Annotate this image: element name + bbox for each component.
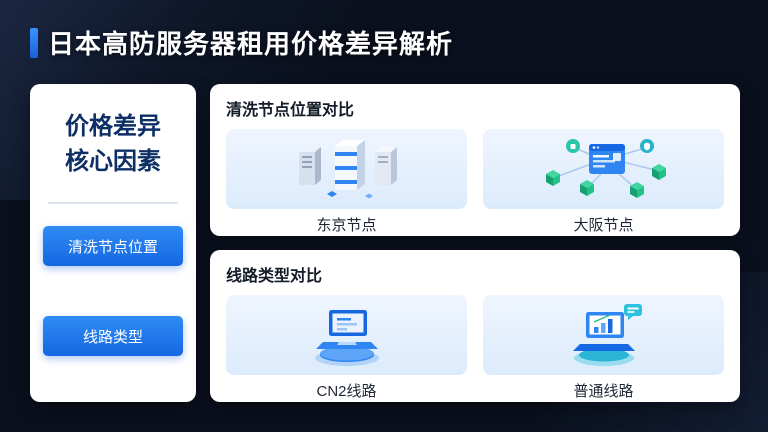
server-rack-icon [298, 140, 397, 199]
panel-cn2-line [226, 295, 467, 375]
card-node-location-comparison: 清洗节点位置对比 [210, 84, 740, 236]
laptop-cn2-icon [314, 310, 379, 366]
page-header: 日本高防服务器租用价格差异解析 [30, 24, 453, 61]
page-title: 日本高防服务器租用价格差异解析 [48, 29, 454, 59]
panel-label-osaka: 大阪节点 [573, 217, 634, 234]
panel-label-tokyo: 东京节点 [316, 217, 377, 234]
sidebar-divider [48, 202, 178, 204]
node-panel-row: 东京节点 [226, 129, 724, 235]
panel-tokyo-node [226, 129, 467, 209]
sidebar-title: 价格差异 核心因素 [30, 110, 196, 180]
panel-group-cn2: CN2线路 [226, 295, 467, 401]
sidebar-button-cleaning-node-location[interactable]: 清洗节点位置 [43, 226, 183, 266]
card-heading-line-type: 线路类型对比 [226, 268, 323, 285]
panel-group-osaka: 大阪节点 [483, 129, 724, 235]
sidebar-title-line2: 核心因素 [65, 147, 161, 175]
panel-label-cn2: CN2线路 [316, 383, 377, 400]
sidebar-card: 价格差异 核心因素 清洗节点位置 线路类型 [30, 84, 196, 402]
sidebar-button-line-type[interactable]: 线路类型 [43, 316, 183, 356]
sidebar-title-line1: 价格差异 [65, 113, 161, 140]
panel-group-tokyo: 东京节点 [226, 129, 467, 235]
panel-group-normal: 普通线路 [483, 295, 724, 401]
laptop-chart-icon [572, 304, 642, 366]
line-panel-row: CN2线路 [226, 295, 724, 401]
panel-normal-line [483, 295, 724, 375]
card-line-type-comparison: 线路类型对比 CN2线路 [210, 250, 740, 402]
panel-osaka-node [483, 129, 724, 209]
network-node-icon [545, 139, 666, 198]
panel-label-normal: 普通线路 [573, 383, 634, 400]
title-accent-bar [30, 27, 38, 58]
card-heading-node-location: 清洗节点位置对比 [226, 102, 355, 119]
